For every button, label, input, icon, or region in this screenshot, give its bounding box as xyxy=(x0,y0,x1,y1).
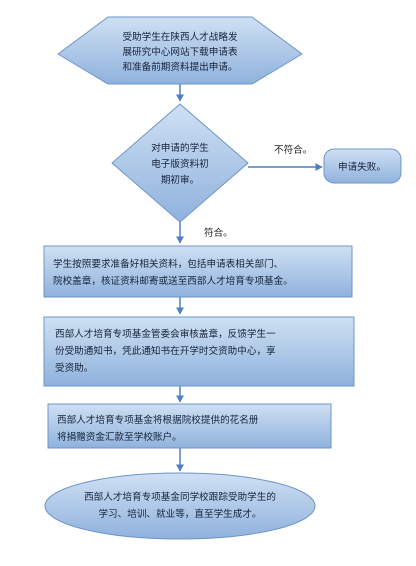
node-approve-line-3: 受资助。 xyxy=(55,362,93,374)
node-review-line-2: 电子版资料初 xyxy=(151,158,209,170)
node-approve-line-1: 西部人才培育专项基金管委会审核盖章，反馈学生一 xyxy=(55,328,276,340)
node-prepare-line-1: 学生按照要求准备好相关资料，包括申请表相关部门、 xyxy=(53,258,283,270)
node-review-line-3: 期初审。 xyxy=(161,174,199,186)
node-end-line-2: 学习、培训、就业等，直至学生成才。 xyxy=(98,508,261,520)
edge-label-reject: 不符合。 xyxy=(274,144,312,156)
node-review: 对申请的学生 电子版资料初 期初审。 xyxy=(111,103,249,223)
connectors xyxy=(176,84,323,472)
node-end-shape xyxy=(44,472,316,540)
node-start-line-2: 展研究中心网站下载申请表 xyxy=(122,46,238,58)
node-transfer-shape xyxy=(47,403,332,449)
node-end: 西部人才培育专项基金同学校跟踪受助学生的 学习、培训、就业等，直至学生成才。 xyxy=(44,472,316,540)
node-review-line-1: 对申请的学生 xyxy=(151,142,209,154)
node-transfer: 西部人才培育专项基金将根据院校提供的花名册 将捐赠资金汇款至学校账户。 xyxy=(47,403,332,449)
edge-label-accept: 符合。 xyxy=(204,227,233,239)
node-review-shape xyxy=(111,103,249,223)
node-prepare-shape xyxy=(43,245,353,298)
node-end-line-1: 西部人才培育专项基金同学校跟踪受助学生的 xyxy=(84,491,276,503)
node-fail: 申请失败。 xyxy=(323,148,402,184)
node-prepare-line-2: 院校盖章，核证资料邮寄或送至西部人才培育专项基金。 xyxy=(53,275,293,287)
node-start-line-3: 和准备前期资料提出申请。 xyxy=(122,61,237,73)
node-transfer-line-1: 西部人才培育专项基金将根据院校提供的花名册 xyxy=(57,414,259,426)
node-approve-shape xyxy=(43,316,355,387)
node-start-shape xyxy=(57,16,303,85)
node-fail-shape xyxy=(323,148,402,184)
node-start: 受助学生在陕西人才战略发 展研究中心网站下载申请表 和准备前期资料提出申请。 xyxy=(57,16,303,85)
node-transfer-line-2: 将捐赠资金汇款至学校账户。 xyxy=(57,431,182,443)
node-prepare: 学生按照要求准备好相关资料，包括申请表相关部门、 院校盖章，核证资料邮寄或送至西… xyxy=(43,245,353,298)
node-approve-line-2: 份受助通知书，凭此通知书在开学时交资助中心，享 xyxy=(55,345,276,357)
node-approve: 西部人才培育专项基金管委会审核盖章，反馈学生一 份受助通知书，凭此通知书在开学时… xyxy=(43,316,355,387)
node-fail-label: 申请失败。 xyxy=(338,161,386,173)
node-start-line-1: 受助学生在陕西人才战略发 xyxy=(122,31,238,43)
